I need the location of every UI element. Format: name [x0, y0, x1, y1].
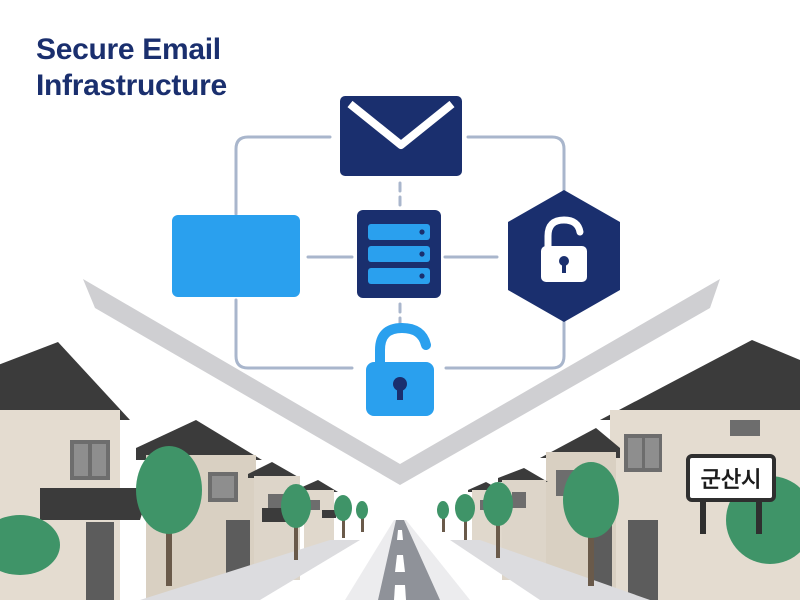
left-sidewalk: [140, 540, 360, 600]
connector-lines: [234, 135, 566, 370]
house: [0, 342, 150, 600]
city-sign-text: 군산시: [701, 468, 762, 493]
page-title: Secure Email Infrastructure: [36, 32, 227, 104]
title-line-1: Secure Email: [36, 33, 221, 66]
city-sign: 군산시: [686, 454, 776, 534]
unlocked-padlock-icon: [366, 322, 434, 416]
road: [345, 520, 470, 600]
window-panel-icon: [172, 215, 300, 297]
envelope-icon: [340, 96, 462, 176]
title-line-2: Infrastructure: [36, 69, 227, 102]
server-icon: [357, 210, 441, 298]
hexagon-lock-icon: [508, 190, 620, 322]
